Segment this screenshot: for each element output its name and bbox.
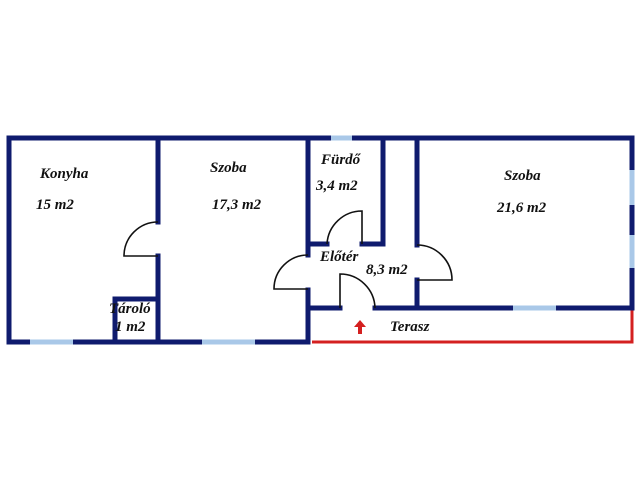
room-name-szoba-left: Szoba — [210, 160, 247, 176]
room-area-eloter: 8,3 m2 — [366, 262, 408, 278]
room-area-tarolo: 1 m2 — [115, 319, 146, 335]
room-name-eloter: Előtér — [319, 249, 358, 265]
door-entrance — [339, 273, 376, 309]
terrace-outline — [312, 308, 634, 344]
room-name-konyha: Konyha — [39, 166, 89, 182]
room-name-furdo: Fürdő — [320, 152, 362, 168]
door-furdo — [326, 210, 363, 245]
terrace-label: Terasz — [390, 319, 430, 335]
door-szoba-right — [416, 244, 453, 281]
room-area-szoba-right: 21,6 m2 — [496, 200, 547, 216]
room-area-furdo: 3,4 m2 — [315, 178, 358, 194]
room-area-szoba-left: 17,3 m2 — [212, 197, 262, 213]
windows — [30, 135, 635, 345]
room-name-szoba-right: Szoba — [504, 168, 541, 184]
door-konyha-szoba — [123, 221, 159, 257]
red-up-arrow-icon — [354, 320, 366, 334]
room-name-tarolo: Tároló — [109, 301, 151, 317]
room-area-konyha: 15 m2 — [36, 197, 74, 213]
door-szoba-eloter — [273, 254, 309, 290]
doors — [123, 210, 453, 309]
